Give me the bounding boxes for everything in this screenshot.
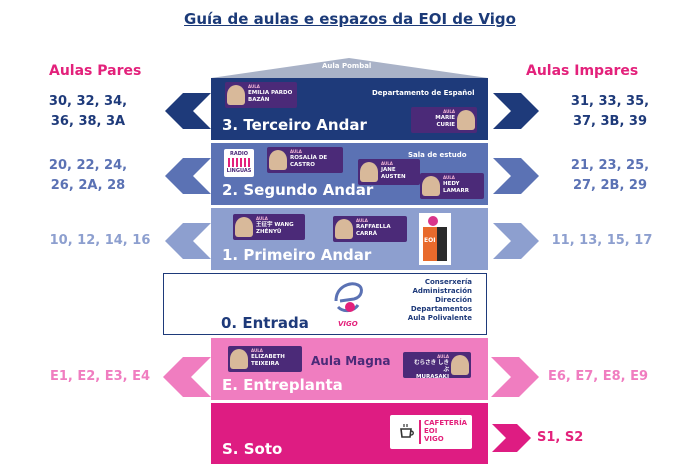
card-elizabeth-teixeira: AULA ELIZABETH TEIXEIRA	[228, 346, 302, 372]
floor-name-ground: 0. Entrada	[221, 314, 309, 332]
card-wang-zhenyu: AULA 王征宇 WANG ZHÉNYǓ	[233, 214, 305, 240]
portrait-icon	[227, 85, 245, 105]
floor-name-mezz: E. Entreplanta	[222, 376, 343, 394]
rooms-right-third: 31, 33, 35,37, 3B, 39	[570, 94, 650, 129]
card-murasaki-shikibu: AULA むらさき しきぶ MURASAKI SHIKIBU	[403, 352, 471, 378]
arrow-right-second	[493, 158, 539, 194]
arrow-left-mezz	[163, 357, 211, 397]
entrance-services-list: Conserxería Administración Dirección Dep…	[407, 278, 472, 322]
card-jane-austen: AULA JANE AUSTEN	[358, 159, 420, 185]
floor-second: RADIO LINGUAS AULA ROSALÍA DE CASTRO Sal…	[211, 143, 488, 205]
aula-magna-label: Aula Magna	[311, 354, 391, 368]
card-rosalia-de-castro: AULA ROSALÍA DE CASTRO	[267, 147, 343, 173]
floor-first: AULA 王征宇 WANG ZHÉNYǓ AULA RAFFAELLA CARR…	[211, 208, 488, 270]
page-title: Guía de aulas e espazos da EOI de Vigo	[184, 10, 516, 28]
rooms-left-first: 10, 12, 14, 16	[49, 233, 151, 248]
rooms-left-mezz: E1, E2, E3, E4	[49, 369, 151, 384]
roof-label: Aula Pombal	[322, 62, 372, 70]
waveform-icon	[228, 158, 250, 167]
rooms-left-third: 30, 32, 34,36, 38, 3A	[48, 94, 128, 129]
floor-third: AULA EMILIA PARDO BAZÁN Departamento de …	[211, 78, 488, 140]
card-raffaella-carra: AULA RAFFAELLA CARRÁ	[333, 216, 407, 242]
portrait-icon	[269, 150, 287, 170]
portrait-icon	[235, 217, 253, 237]
card-emilia-pardo-bazan: AULA EMILIA PARDO BAZÁN	[225, 82, 297, 108]
portrait-icon	[457, 110, 475, 130]
portrait-icon	[451, 355, 469, 375]
floor-name-second: 2. Segundo Andar	[222, 181, 374, 199]
card-marie-curie: AULA MARIE CURIE	[411, 107, 477, 133]
arrow-left-first	[165, 223, 211, 259]
rooms-right-mezz: E6, E7, E8, E9	[547, 369, 649, 384]
floor-ground: VIGO Conserxería Administración Direcció…	[163, 273, 487, 335]
floor-name-third: 3. Terceiro Andar	[222, 116, 367, 134]
portrait-icon	[360, 162, 378, 182]
cafeteria-logo: CAFETERÍA EOI VIGO	[390, 415, 472, 449]
coffee-cup-icon	[400, 424, 414, 438]
portrait-icon	[230, 349, 248, 369]
arrow-right-mezz	[491, 357, 539, 397]
portrait-icon	[335, 219, 353, 239]
floor-name-basement: S. Soto	[222, 440, 283, 458]
portrait-icon	[422, 176, 440, 196]
arrow-right-first	[493, 223, 539, 259]
radio-linguas-logo: RADIO LINGUAS	[224, 149, 254, 177]
floor-basement: CAFETERÍA EOI VIGO S. Soto	[211, 403, 488, 464]
arrow-right-basement	[492, 424, 531, 452]
rooms-right-second: 21, 23, 25,27, 2B, 29	[570, 158, 650, 193]
rooms-right-basement: S1, S2	[537, 430, 584, 445]
cafeteria-label: CAFETERÍA EOI VIGO	[424, 419, 468, 443]
card-hedy-lamarr: AULA HEDY LAMARR	[420, 173, 484, 199]
arrow-right-third	[493, 93, 539, 129]
rooms-left-second: 20, 22, 24,26, 2A, 28	[48, 158, 128, 193]
floor-name-first: 1. Primeiro Andar	[222, 246, 372, 264]
arrow-left-third	[165, 93, 211, 129]
eoi-vigo-logo: VIGO	[328, 277, 368, 331]
arrow-left-second	[165, 158, 211, 194]
roof	[211, 58, 488, 78]
left-heading: Aulas Pares	[49, 63, 142, 79]
library-book-image: EOI	[419, 213, 451, 265]
note-second: Sala de estudo	[408, 151, 467, 159]
note-third: Departamento de Español	[372, 89, 475, 97]
rooms-right-first: 11, 13, 15, 17	[551, 233, 653, 248]
floor-mezz: AULA ELIZABETH TEIXEIRA Aula Magna AULA …	[211, 338, 488, 400]
right-heading: Aulas Impares	[526, 63, 639, 79]
